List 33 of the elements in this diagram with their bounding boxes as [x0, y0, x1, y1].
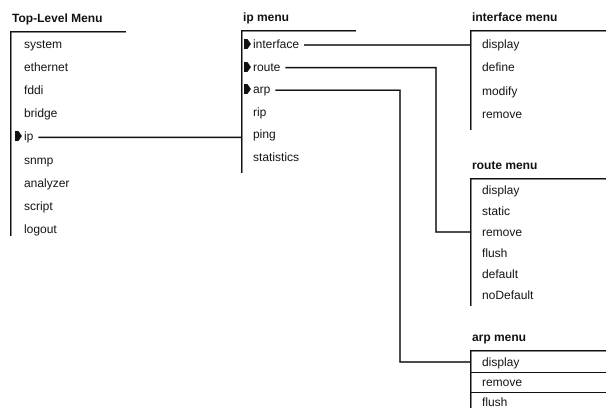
menu-title: ip menu — [243, 10, 290, 24]
menu-item: flush — [482, 395, 508, 408]
menu-title: Top-Level Menu — [12, 11, 102, 25]
menu-item: bridge — [24, 106, 58, 120]
menu-item: script — [24, 198, 53, 213]
menu-item: ethernet — [24, 60, 68, 74]
menu-item: flush — [482, 246, 508, 260]
menu-item: fddi — [24, 83, 44, 98]
menu-title: arp menu — [472, 330, 526, 344]
menu-item: remove — [482, 375, 522, 389]
menu-item: static — [482, 204, 510, 218]
menu-item: system — [24, 37, 62, 51]
menu-title: route menu — [472, 158, 538, 172]
menu-item: logout — [24, 222, 57, 236]
menu-item: modify — [482, 84, 518, 98]
menu-item: define — [482, 60, 515, 74]
menu-item: noDefault — [482, 288, 534, 302]
menu-item: default — [482, 267, 518, 281]
menu-title: interface menu — [472, 10, 558, 24]
menu-item: display — [482, 355, 520, 369]
menu-item: route — [253, 60, 280, 74]
menu-item: rip — [253, 104, 266, 119]
menu-item: display — [482, 183, 520, 197]
menu-item: display — [482, 37, 520, 51]
menu-item: ip — [24, 129, 34, 144]
menu-item: remove — [482, 225, 522, 239]
menu-item: arp — [253, 82, 270, 96]
menu-item: analyzer — [24, 176, 70, 190]
menu-item: statistics — [253, 150, 300, 164]
menu-item: snmp — [24, 152, 54, 166]
menu-item: remove — [482, 106, 522, 121]
menu-item: ping — [253, 127, 276, 142]
menu-item: interface — [253, 37, 300, 51]
